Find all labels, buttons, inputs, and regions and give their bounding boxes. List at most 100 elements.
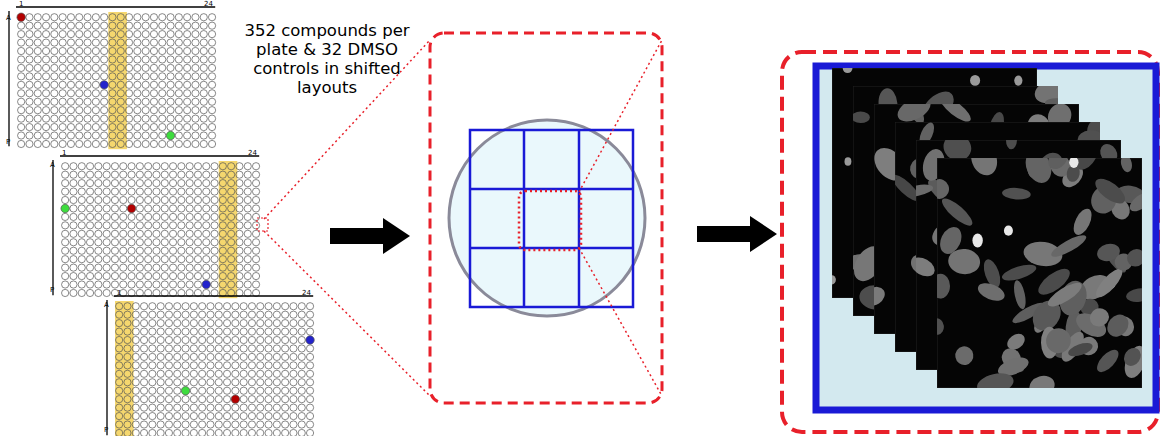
well [215, 396, 222, 403]
well [26, 132, 33, 139]
well [200, 140, 207, 147]
well [200, 123, 207, 130]
well [150, 31, 157, 38]
well [232, 320, 239, 327]
well [125, 22, 132, 29]
axis-label: 1 [19, 1, 23, 8]
well [136, 163, 143, 170]
well [125, 115, 132, 122]
well [169, 272, 176, 279]
well [282, 404, 289, 411]
well [95, 196, 102, 203]
well [145, 188, 152, 195]
well [124, 429, 131, 436]
well [145, 222, 152, 229]
cell [1125, 287, 1142, 304]
well [67, 22, 74, 29]
well [59, 107, 66, 114]
well [161, 171, 168, 178]
well [298, 412, 305, 419]
well [128, 230, 135, 237]
well [215, 345, 222, 352]
well [252, 247, 259, 254]
well [178, 196, 185, 203]
well [86, 180, 93, 187]
well [207, 379, 214, 386]
well [186, 281, 193, 288]
well [203, 163, 210, 170]
well [109, 98, 116, 105]
well [232, 328, 239, 335]
well [149, 311, 156, 318]
well [186, 256, 193, 263]
well [140, 345, 147, 352]
well [95, 180, 102, 187]
well [182, 353, 189, 360]
well [142, 47, 149, 54]
well [175, 90, 182, 97]
well [306, 353, 313, 360]
well [306, 311, 313, 318]
well [228, 264, 235, 271]
well [84, 132, 91, 139]
well [124, 303, 131, 310]
well [125, 98, 132, 105]
well [18, 115, 25, 122]
well [215, 429, 222, 436]
well [208, 56, 215, 63]
well [248, 311, 255, 318]
well [153, 239, 160, 246]
well [165, 320, 172, 327]
axis-label: 1 [117, 290, 121, 297]
well [178, 222, 185, 229]
well [208, 98, 215, 105]
well [51, 90, 58, 97]
well [248, 379, 255, 386]
well [140, 362, 147, 369]
well [165, 396, 172, 403]
well [174, 379, 181, 386]
well [62, 264, 69, 271]
well [298, 421, 305, 428]
well [51, 115, 58, 122]
well [124, 362, 131, 369]
well [124, 396, 131, 403]
well [132, 396, 139, 403]
well [219, 205, 226, 212]
well [51, 39, 58, 46]
well [215, 379, 222, 386]
well [157, 429, 164, 436]
well [174, 412, 181, 419]
well [70, 239, 77, 246]
well [116, 362, 123, 369]
well [174, 429, 181, 436]
well [186, 239, 193, 246]
well [70, 222, 77, 229]
well [132, 412, 139, 419]
well [203, 171, 210, 178]
well [153, 188, 160, 195]
well [145, 196, 152, 203]
well [232, 362, 239, 369]
axis-label: 1 [62, 150, 66, 157]
well [134, 98, 141, 105]
well [203, 247, 210, 254]
well [132, 362, 139, 369]
well [116, 396, 123, 403]
well [174, 311, 181, 318]
well [169, 180, 176, 187]
well [59, 56, 66, 63]
well [186, 272, 193, 279]
well [192, 140, 199, 147]
well [26, 47, 33, 54]
well [145, 281, 152, 288]
well [190, 345, 197, 352]
axis-label: A [6, 15, 11, 22]
well [178, 171, 185, 178]
nucleus [844, 157, 851, 165]
well [159, 22, 166, 29]
well [182, 328, 189, 335]
well [167, 73, 174, 80]
well [149, 396, 156, 403]
well [290, 320, 297, 327]
